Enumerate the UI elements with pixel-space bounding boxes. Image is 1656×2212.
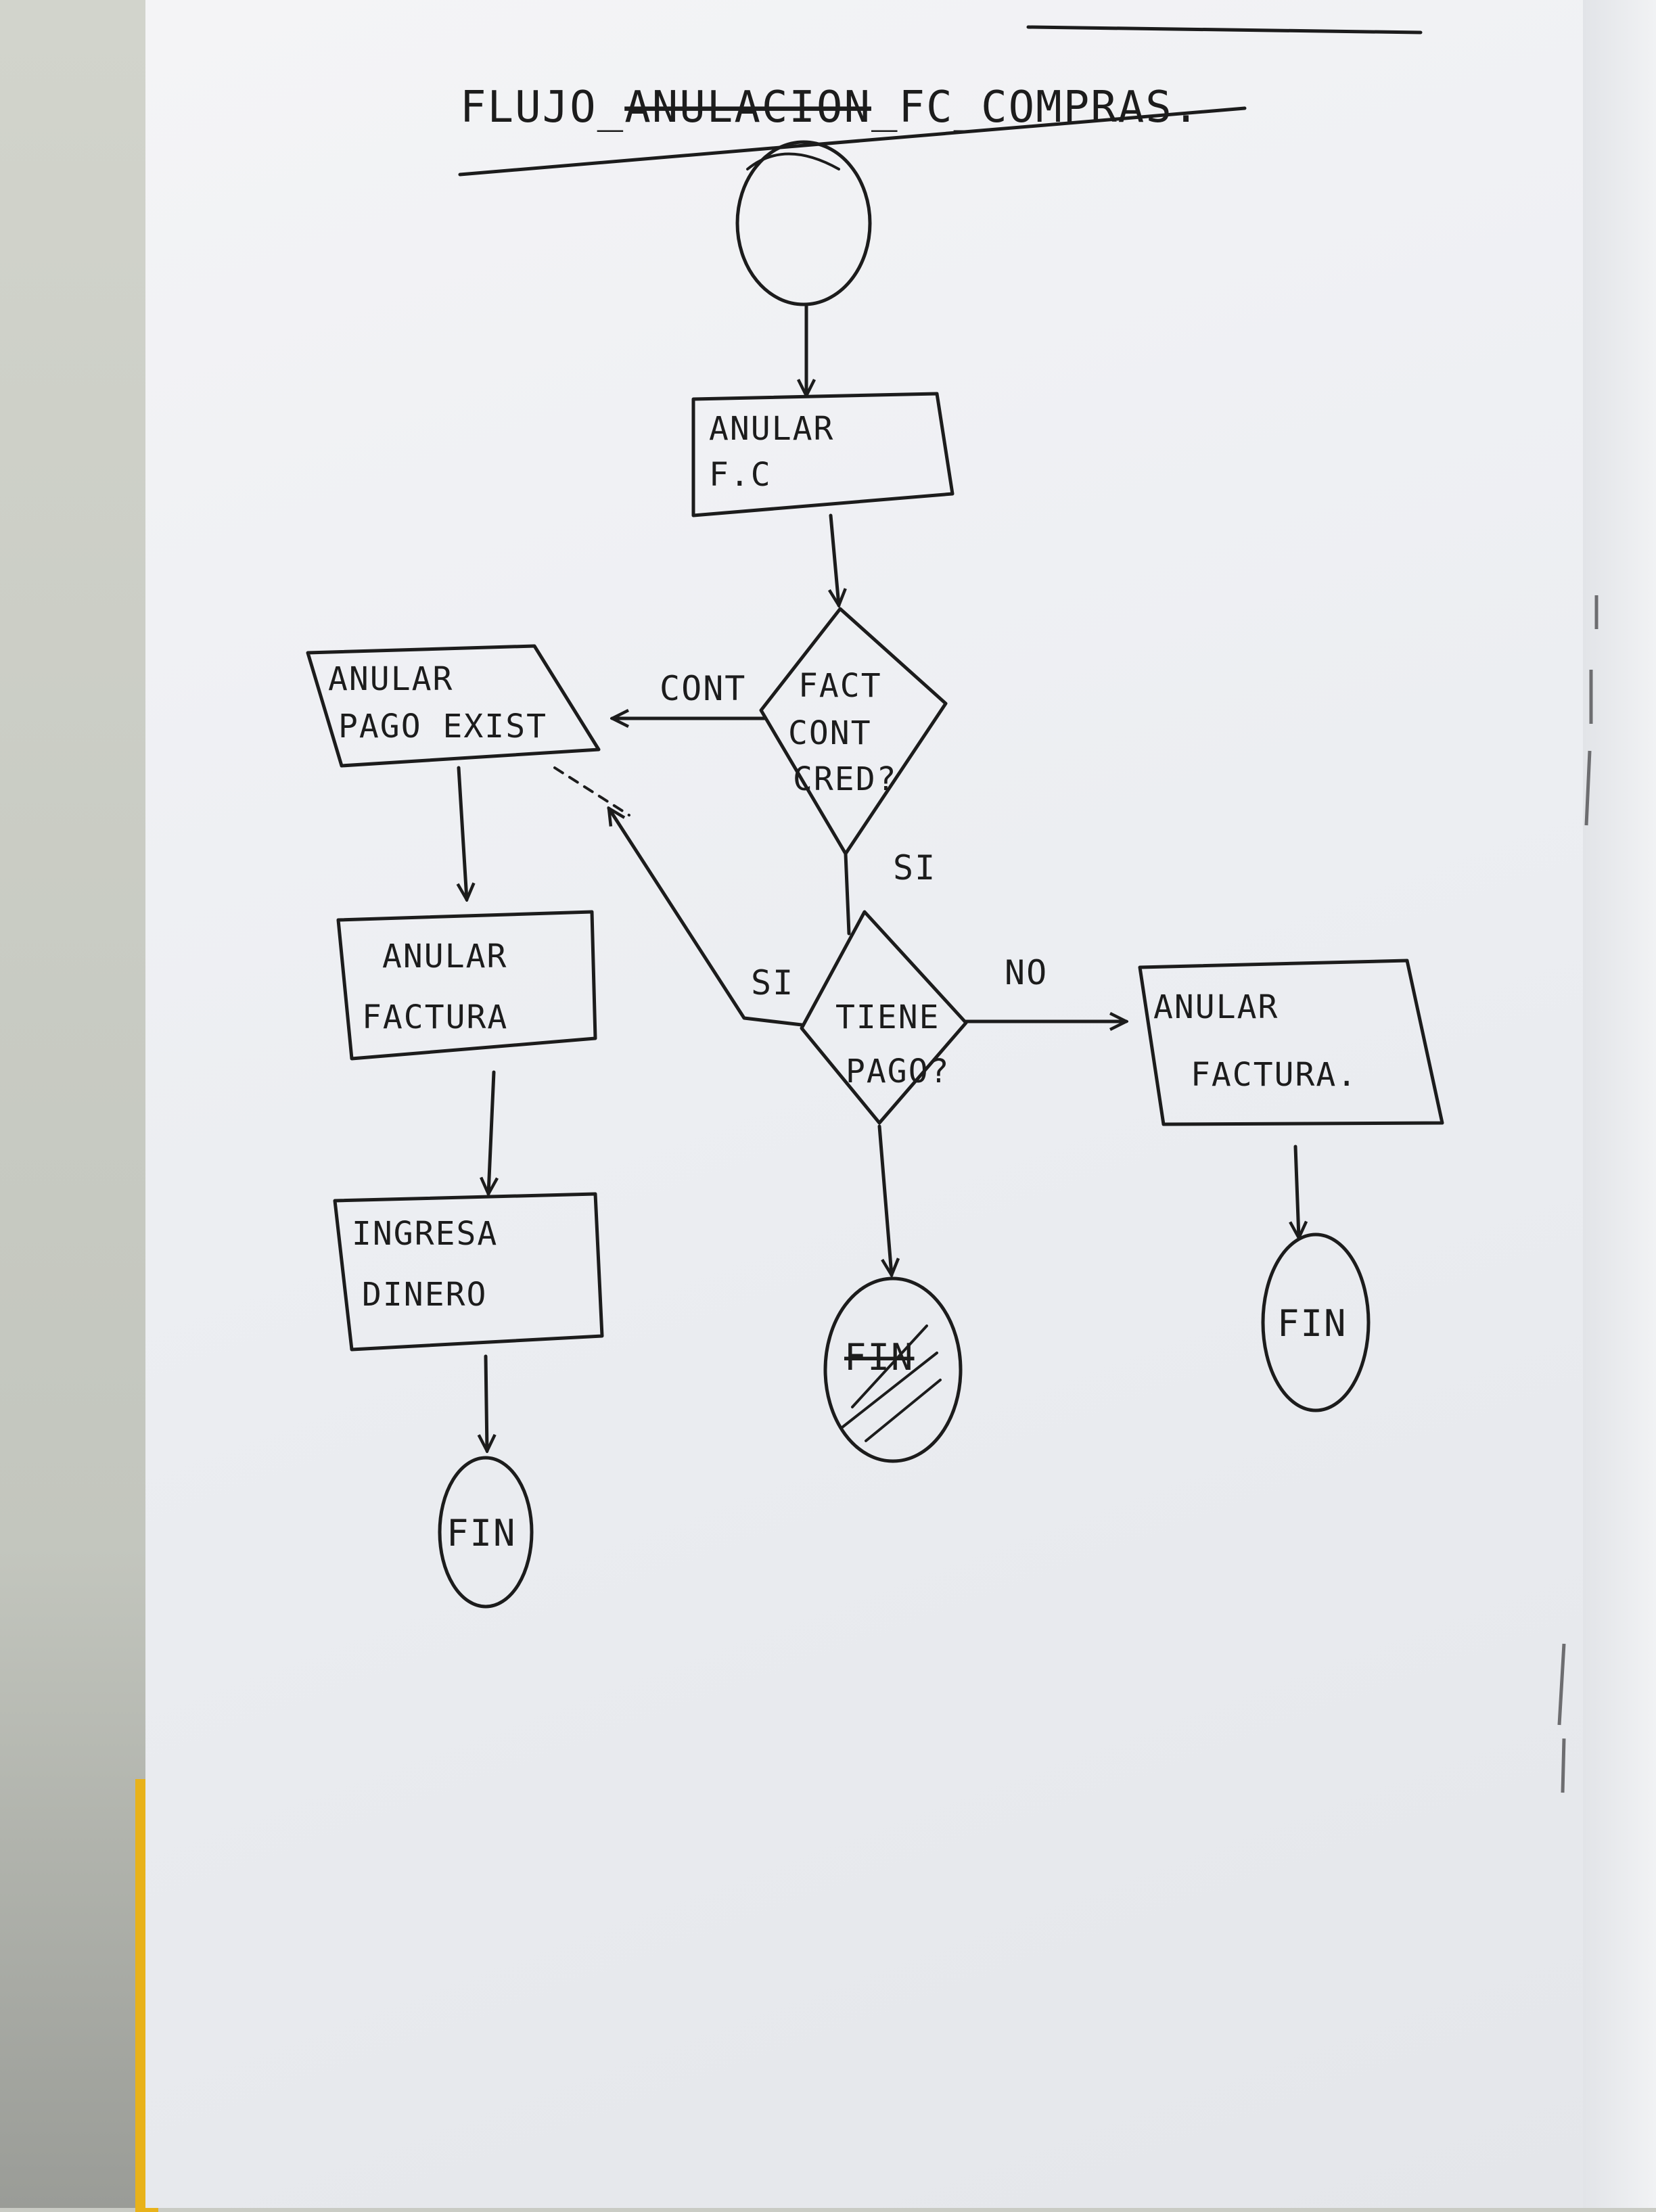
anular-fc-line-2: F.C bbox=[709, 456, 772, 494]
anular-factura-right-line-1: ANULAR bbox=[1153, 988, 1279, 1026]
process-anular-factura-right: ANULAR FACTURA. bbox=[1138, 959, 1444, 1126]
edge-tiene-pago-to-fin-center bbox=[877, 1124, 892, 1275]
tiene-pago-line-1: TIENE bbox=[835, 998, 940, 1036]
anular-factura-left-line-1: ANULAR bbox=[382, 938, 507, 975]
edge-label-si-pago: SI bbox=[751, 963, 794, 1003]
title-prefix: FLUJO_ bbox=[460, 83, 624, 133]
fin-center-label: FIN bbox=[844, 1336, 915, 1379]
edge-label-cont: CONT bbox=[660, 669, 746, 708]
anular-pago-line-2: PAGO EXIST bbox=[338, 708, 547, 745]
fin-center-scribble bbox=[841, 1324, 942, 1442]
process-ingresa-dinero: INGRESA DINERO bbox=[333, 1192, 604, 1352]
svg-text:FLUJO_ANULACION_FC_COMPRAS.: FLUJO_ANULACION_FC_COMPRAS. bbox=[460, 83, 1200, 133]
edge-dashed-connector bbox=[553, 766, 630, 816]
paper-sheet bbox=[145, 0, 1656, 2208]
edge-anular-factura-right-to-fin-right bbox=[1295, 1145, 1299, 1238]
diagram-title: FLUJO_ANULACION_FC_COMPRAS. bbox=[458, 25, 1423, 177]
title-suffix: _FC_COMPRAS. bbox=[871, 83, 1200, 133]
title-top-line bbox=[1026, 25, 1423, 34]
edge-anular-pago-to-anular-factura bbox=[459, 766, 467, 900]
fin-right-label: FIN bbox=[1277, 1302, 1348, 1345]
anular-factura-right-line-2: FACTURA. bbox=[1191, 1056, 1358, 1094]
binding-staples bbox=[1557, 595, 1598, 1793]
edge-anular-fc-to-fact-decision bbox=[831, 513, 839, 605]
process-anular-factura-left: ANULAR FACTURA bbox=[336, 910, 597, 1061]
decision-fact-cont-cred: FACT CONT CRED? bbox=[759, 607, 948, 856]
end-node-left: FIN bbox=[438, 1456, 534, 1609]
anular-factura-left-line-2: FACTURA bbox=[362, 998, 508, 1036]
fact-decision-line-3: CRED? bbox=[793, 760, 898, 798]
end-node-right: FIN bbox=[1261, 1232, 1371, 1412]
tiene-pago-line-2: PAGO? bbox=[846, 1053, 950, 1090]
anular-fc-line-1: ANULAR bbox=[709, 410, 834, 448]
ingresa-dinero-line-2: DINERO bbox=[362, 1276, 487, 1314]
end-node-center: FIN bbox=[823, 1276, 963, 1463]
process-anular-pago-exist: ANULAR PAGO EXIST bbox=[306, 644, 601, 768]
edge-si-pago-to-anular-pago bbox=[609, 808, 804, 1027]
title-struck-word: ANULACION bbox=[624, 83, 871, 133]
decision-tiene-pago: TIENE PAGO? bbox=[800, 910, 968, 1125]
start-node-inner-stroke bbox=[746, 152, 840, 170]
edge-label-no: NO bbox=[1005, 953, 1048, 992]
edge-label-si-cred: SI bbox=[893, 848, 936, 888]
edge-si-cred-to-tiene-pago bbox=[844, 852, 851, 936]
ingresa-dinero-line-1: INGRESA bbox=[352, 1215, 498, 1253]
start-node bbox=[735, 140, 872, 306]
edge-anular-factura-to-ingresa-dinero bbox=[488, 1070, 494, 1194]
fin-left-label: FIN bbox=[446, 1512, 517, 1554]
fact-decision-line-1: FACT bbox=[798, 667, 882, 705]
title-underline bbox=[458, 106, 1247, 177]
fact-decision-line-2: CONT bbox=[788, 714, 872, 752]
edge-ingresa-dinero-to-fin-left bbox=[486, 1354, 487, 1451]
paper-next-page-edge bbox=[1583, 0, 1656, 2208]
process-anular-fc: ANULAR F.C bbox=[691, 392, 954, 517]
anular-pago-line-1: ANULAR bbox=[328, 660, 453, 698]
